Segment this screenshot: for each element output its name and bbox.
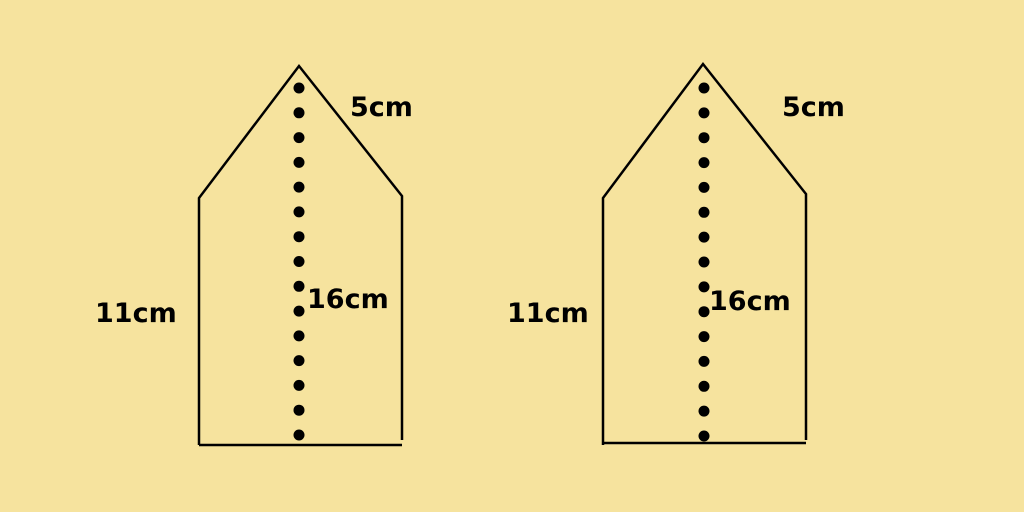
left-pentagon-outline bbox=[197, 63, 404, 445]
left-center-dot bbox=[293, 429, 305, 441]
right-side-edge-label: 11cm bbox=[507, 298, 589, 329]
right-center-dot bbox=[698, 82, 710, 94]
left-center-dot bbox=[293, 206, 305, 218]
right-center-dot bbox=[698, 181, 710, 193]
left-center-dot bbox=[293, 231, 305, 243]
right-slant-edge-label: 5cm bbox=[782, 92, 845, 123]
right-center-dot bbox=[698, 206, 710, 218]
right-center-dot bbox=[698, 331, 710, 343]
right-center-dot bbox=[698, 430, 710, 442]
right-center-dot bbox=[698, 306, 710, 318]
left-center-dot bbox=[293, 82, 305, 94]
right-center-dot bbox=[698, 355, 710, 367]
left-center-dotted-line bbox=[293, 82, 305, 441]
right-center-dot bbox=[698, 256, 710, 268]
left-side-edge-label: 11cm bbox=[95, 298, 177, 329]
right-center-height-label: 16cm bbox=[709, 286, 791, 317]
left-center-dot bbox=[293, 132, 305, 144]
right-center-dot bbox=[698, 281, 710, 293]
left-center-dot bbox=[293, 330, 305, 342]
right-center-dot bbox=[698, 405, 710, 417]
right-center-dot bbox=[698, 132, 710, 144]
right-pentagon bbox=[601, 61, 808, 445]
left-center-dot bbox=[293, 181, 305, 193]
left-center-dot bbox=[293, 156, 305, 168]
left-center-height-label: 16cm bbox=[307, 284, 389, 315]
left-center-dot bbox=[293, 280, 305, 292]
left-slant-edge-label: 5cm bbox=[350, 92, 413, 123]
left-center-dot bbox=[293, 404, 305, 416]
right-center-dot bbox=[698, 231, 710, 243]
right-center-dot bbox=[698, 380, 710, 392]
right-pentagon-outline bbox=[601, 61, 808, 445]
left-center-dot bbox=[293, 256, 305, 267]
left-center-dot bbox=[293, 379, 305, 391]
right-center-dotted-line bbox=[698, 82, 710, 442]
left-center-dot bbox=[293, 305, 305, 317]
left-pentagon bbox=[197, 63, 404, 447]
left-center-dot bbox=[293, 355, 305, 367]
right-center-dot bbox=[698, 157, 710, 169]
left-center-dot bbox=[293, 107, 305, 119]
right-center-dot bbox=[698, 107, 710, 119]
